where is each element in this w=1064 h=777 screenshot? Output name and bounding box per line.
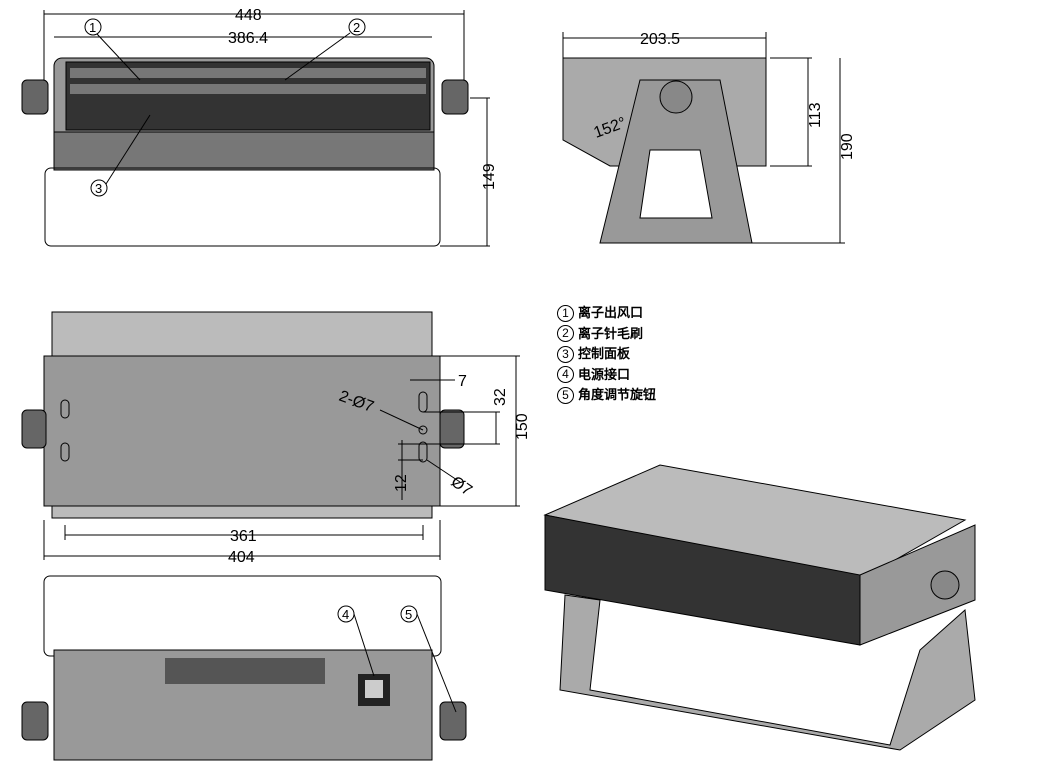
svg-text:3: 3: [95, 181, 102, 196]
dim-hole-gap: 32: [492, 388, 509, 406]
front-view: [21, 10, 490, 247]
isometric-view: [543, 464, 976, 751]
dim-top-width2: 404: [228, 549, 255, 566]
side-view: [562, 32, 845, 244]
svg-text:2: 2: [353, 20, 360, 35]
svg-text:1: 1: [89, 20, 96, 35]
dim-front-width: 448: [235, 7, 262, 24]
dim-offset: 12: [393, 474, 410, 492]
legend-num: 1: [557, 304, 574, 322]
dim-slot: 7: [458, 373, 467, 390]
legend-num: 5: [557, 386, 574, 404]
dim-front-height: 149: [481, 163, 498, 190]
dim-top-width1: 361: [230, 528, 257, 545]
svg-text:5: 5: [405, 607, 412, 622]
legend-label: 角度调节旋钮: [578, 387, 657, 402]
dim-side-height2: 190: [839, 133, 856, 160]
dim-side-height1: 113: [807, 102, 824, 128]
legend-item: 3 控制面板: [557, 344, 656, 365]
callout-numbers: 1 2 3 4 5: [89, 20, 412, 622]
legend-item: 5 角度调节旋钮: [557, 385, 656, 406]
dim-dia: Ø7: [448, 473, 475, 499]
rear-view: [21, 575, 467, 761]
legend-item: 1 离子出风口: [557, 303, 656, 324]
svg-text:4: 4: [342, 607, 349, 622]
legend-num: 4: [557, 366, 574, 384]
legend-label: 离子针毛刷: [578, 325, 644, 341]
top-view: [21, 311, 520, 560]
dim-side-depth: 203.5: [640, 31, 680, 48]
legend-num: 3: [557, 345, 574, 363]
legend-label: 电源接口: [578, 366, 631, 382]
dim-top-height: 150: [514, 413, 531, 440]
legend-label: 控制面板: [578, 346, 631, 361]
legend-num: 2: [557, 325, 574, 343]
legend-label: 离子出风口: [578, 305, 644, 320]
dim-front-inner: 386.4: [228, 30, 268, 47]
